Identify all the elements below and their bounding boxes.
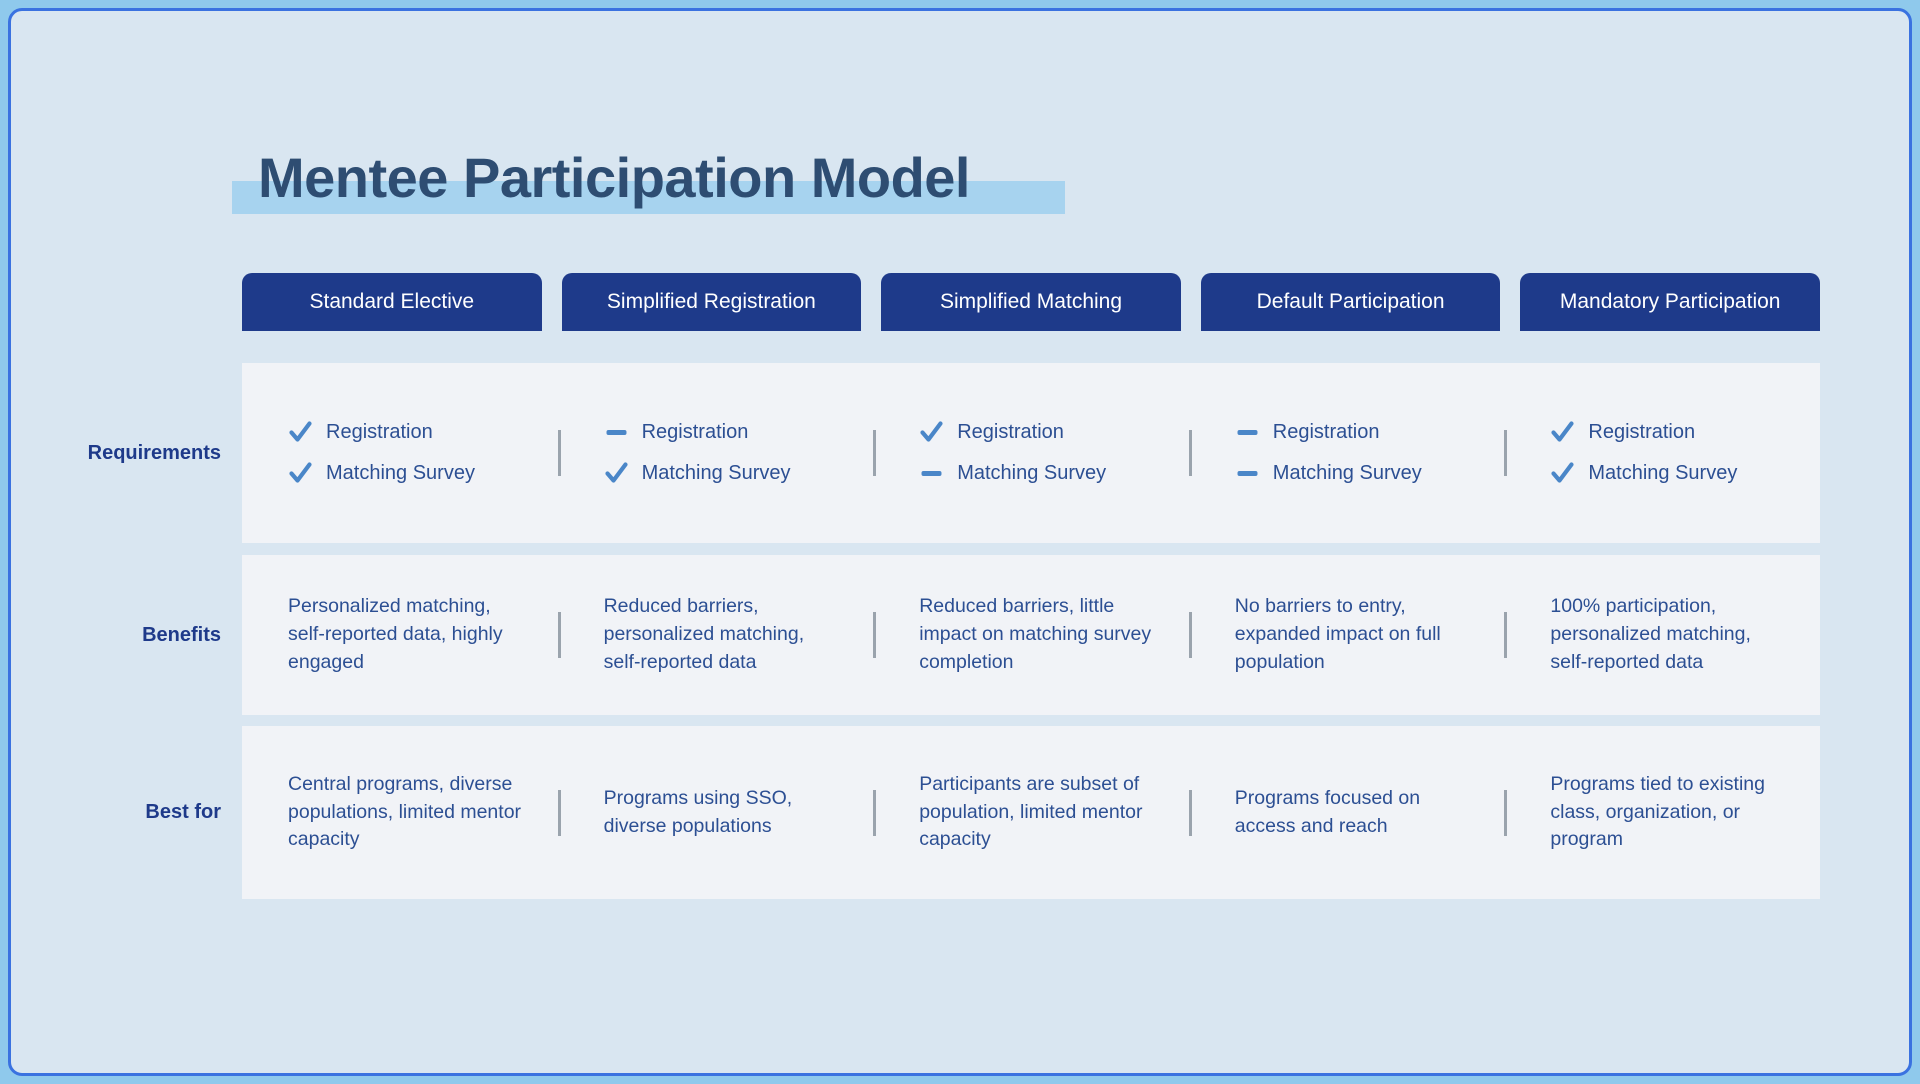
row-band-2: Central programs, diverse populations, l… (242, 726, 1820, 899)
requirement-label: Registration (641, 421, 749, 443)
requirement-item: Registration (1550, 420, 1786, 445)
title-block: Mentee Participation Model (232, 132, 1065, 214)
cell-text: Personalized matching, self-reported dat… (288, 595, 503, 673)
requirement-label: Matching Survey (641, 462, 791, 484)
cell-text: Reduced barriers, little impact on match… (919, 595, 1152, 673)
requirement-label: Registration (957, 421, 1064, 443)
row-label-1: Benefits (142, 623, 221, 646)
requirement-label: Matching Survey (1588, 462, 1738, 484)
row-band-1: Personalized matching, self-reported dat… (242, 555, 1820, 715)
requirement-label: Registration (326, 421, 433, 443)
requirement-item: Registration (919, 420, 1155, 445)
cell-r2-c1: Programs using SSO, diverse populations (558, 726, 874, 899)
cell-text: Programs using SSO, diverse populations (603, 786, 793, 837)
slide-frame: Mentee Participation Model Standard Elec… (8, 8, 1912, 1076)
requirement-item: Matching Survey (919, 461, 1155, 486)
cell-r2-c0: Central programs, diverse populations, l… (242, 726, 558, 899)
requirement-item: Registration (288, 420, 524, 445)
requirement-item: Matching Survey (1550, 461, 1786, 486)
dash-icon (604, 420, 629, 445)
check-icon (604, 461, 629, 486)
cell-text: 100% participation, personalized matchin… (1550, 595, 1751, 673)
check-icon (1550, 461, 1575, 486)
cell-text: Central programs, diverse populations, l… (288, 772, 522, 851)
column-header-0[interactable]: Standard Elective (242, 273, 542, 331)
dash-icon (1235, 420, 1260, 445)
requirement-item: Matching Survey (1235, 461, 1471, 486)
cell-r2-c4: Programs tied to existing class, organiz… (1504, 726, 1820, 899)
title-highlight-band (232, 181, 1065, 214)
column-header-2[interactable]: Simplified Matching (881, 273, 1181, 331)
cell-r1-c3: No barriers to entry, expanded impact on… (1189, 555, 1505, 715)
cell-text: Programs focused on access and reach (1234, 786, 1421, 837)
cell-r2-c2: Participants are subset of population, l… (873, 726, 1189, 899)
cell-text: Programs tied to existing class, organiz… (1550, 772, 1765, 851)
cell-text: Participants are subset of population, l… (919, 772, 1143, 851)
dash-icon (919, 461, 944, 486)
requirement-item: Registration (604, 420, 840, 445)
check-icon (919, 420, 944, 445)
cell-r1-c0: Personalized matching, self-reported dat… (242, 555, 558, 715)
check-icon (288, 461, 313, 486)
column-header-row: Standard Elective Simplified Registration… (242, 273, 1820, 331)
cell-text: No barriers to entry, expanded impact on… (1234, 595, 1441, 673)
row-label-2: Best for (145, 801, 221, 823)
column-header-3[interactable]: Default Participation (1200, 273, 1501, 331)
requirement-label: Matching Survey (957, 462, 1107, 484)
column-header-1[interactable]: Simplified Registration (561, 273, 862, 331)
requirement-item: Registration (1235, 420, 1471, 445)
cell-text: Reduced barriers, personalized matching,… (603, 595, 805, 673)
cell-r1-c1: Reduced barriers, personalized matching,… (558, 555, 874, 715)
row-label-0: Requirements (87, 441, 221, 464)
requirement-label: Matching Survey (1272, 462, 1422, 484)
dash-icon (1235, 461, 1260, 486)
column-header-4[interactable]: Mandatory Participation (1520, 273, 1820, 331)
check-icon (288, 420, 313, 445)
requirement-item: Matching Survey (604, 461, 840, 486)
requirement-label: Matching Survey (326, 462, 475, 484)
cell-r1-c4: 100% participation, personalized matchin… (1504, 555, 1820, 715)
comparison-matrix: Standard Elective Simplified Registration… (11, 11, 1915, 1079)
requirement-item: Matching Survey (288, 461, 524, 486)
cell-r1-c2: Reduced barriers, little impact on match… (873, 555, 1189, 715)
requirement-label: Registration (1588, 421, 1696, 443)
page-title: Mentee Participation Model (258, 146, 971, 209)
cell-r2-c3: Programs focused on access and reach (1189, 726, 1505, 899)
requirement-label: Registration (1272, 421, 1380, 443)
check-icon (1550, 420, 1575, 445)
